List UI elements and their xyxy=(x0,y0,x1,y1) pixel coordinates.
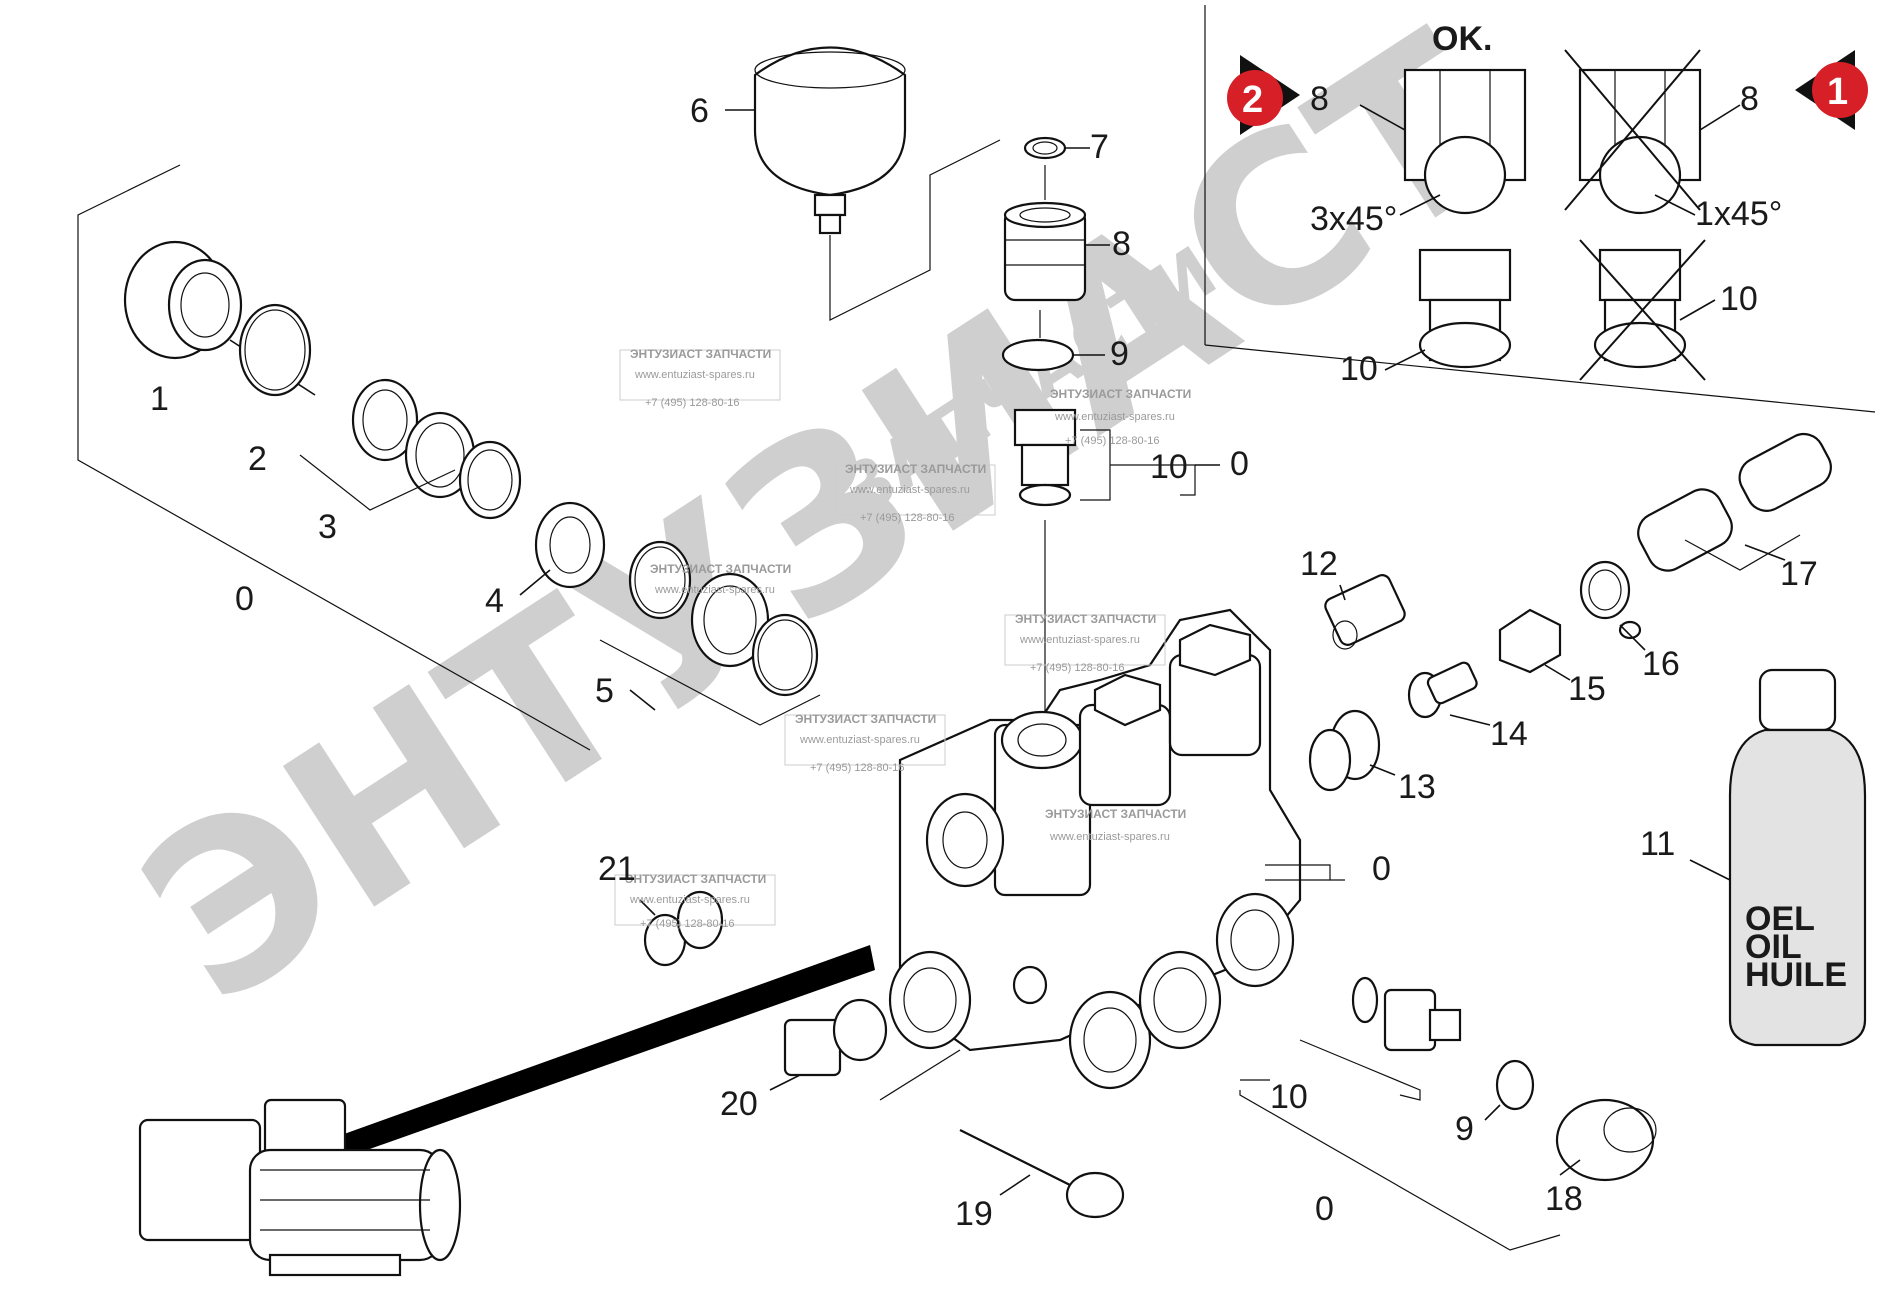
part-9-oring xyxy=(1001,310,1105,372)
svg-text:3x45°: 3x45° xyxy=(1310,200,1397,238)
part-14-connector xyxy=(1407,661,1491,726)
svg-text:+7 (495) 128-80-16: +7 (495) 128-80-16 xyxy=(810,762,904,774)
part-6-accumulator xyxy=(725,46,1001,321)
callout-4: 4 xyxy=(485,582,504,620)
callout-17: 17 xyxy=(1780,555,1818,593)
part-12-fitting xyxy=(1324,574,1406,650)
svg-text:ЭНТУЗИАСТ ЗАПЧАСТИ: ЭНТУЗИАСТ ЗАПЧАСТИ xyxy=(1050,387,1191,401)
callout-0-d: 0 xyxy=(1315,1190,1334,1228)
callout-2: 2 xyxy=(248,440,267,478)
callout-18: 18 xyxy=(1545,1180,1583,1218)
badge-2-icon xyxy=(1227,70,1283,126)
callout-10: 10 xyxy=(1150,448,1188,486)
svg-text:2: 2 xyxy=(1242,79,1263,121)
svg-text:www.entuziast-spares.ru: www.entuziast-spares.ru xyxy=(654,584,775,596)
callout-14: 14 xyxy=(1490,715,1528,753)
part-15-nut xyxy=(1498,608,1571,681)
part-8-seat xyxy=(1003,165,1110,302)
part-2-ring xyxy=(238,303,312,397)
assembly-frame xyxy=(77,164,1561,1251)
callout-1: 1 xyxy=(150,380,169,418)
callout-19: 19 xyxy=(955,1195,993,1233)
small-watermarks: ЭНТУЗИАСТ ЗАПЧАСТИ www.entuziast-spares.… xyxy=(614,347,1191,930)
callout-9-lower: 9 xyxy=(1455,1110,1474,1148)
part-10-valve xyxy=(1013,408,1220,745)
part-11-oil-bottle: OEL OIL HUILE xyxy=(1689,668,1867,1047)
svg-text:8: 8 xyxy=(1740,80,1759,118)
inset-comparison: OK. 2 8 1 8 3x45° 10 1x45° xyxy=(1227,20,1868,388)
svg-text:OEL: OEL xyxy=(1745,900,1815,938)
svg-text:ЭНТУЗИАСТ ЗАПЧАСТИ: ЭНТУЗИАСТ ЗАПЧАСТИ xyxy=(1045,807,1186,821)
callout-0-a: 0 xyxy=(1230,445,1249,483)
inset-frame xyxy=(1204,5,1876,413)
part-9-lower-oring xyxy=(1484,1059,1535,1121)
motor-thumbnail xyxy=(138,1098,462,1277)
svg-text:10: 10 xyxy=(1340,350,1378,388)
svg-text:+7 (495) 128-80-16: +7 (495) 128-80-16 xyxy=(1030,662,1124,674)
svg-text:www.entuziast-spares.ru: www.entuziast-spares.ru xyxy=(1019,634,1140,646)
callout-21: 21 xyxy=(598,850,636,888)
callout-16: 16 xyxy=(1642,645,1680,683)
part-10-lower-valve xyxy=(1240,976,1462,1101)
part-3-set xyxy=(299,378,522,520)
part-13-nipple xyxy=(1308,709,1396,792)
part-17-filter xyxy=(1637,432,1832,572)
svg-text:OIL: OIL xyxy=(1745,928,1802,966)
svg-text:www.entuziast-spares.ru: www.entuziast-spares.ru xyxy=(629,894,750,906)
part-4-washer xyxy=(519,501,606,596)
svg-text:1x45°: 1x45° xyxy=(1695,195,1782,233)
svg-text:ЭНТУЗИАСТ ЗАПЧАСТИ: ЭНТУЗИАСТ ЗАПЧАСТИ xyxy=(630,347,771,361)
svg-text:ЭНТУЗИАСТ ЗАПЧАСТИ: ЭНТУЗИАСТ ЗАПЧАСТИ xyxy=(1015,612,1156,626)
svg-text:ЭНТУЗИАСТ ЗАПЧАСТИ: ЭНТУЗИАСТ ЗАПЧАСТИ xyxy=(845,462,986,476)
callout-6: 6 xyxy=(690,92,709,130)
svg-text:+7 (495) 128-80-16: +7 (495) 128-80-16 xyxy=(1065,435,1159,447)
callout-10-lower: 10 xyxy=(1270,1078,1308,1116)
svg-text:www.entuziast-spares.ru: www.entuziast-spares.ru xyxy=(634,369,755,381)
part-18-plug xyxy=(1555,1098,1657,1182)
part-16-clamp xyxy=(1579,560,1646,651)
part-5-set xyxy=(599,540,821,726)
svg-text:www.entuziast-spares.ru: www.entuziast-spares.ru xyxy=(1049,831,1170,843)
callout-0-b: 0 xyxy=(235,580,254,618)
part-19-bolt xyxy=(959,1129,1125,1219)
callout-3: 3 xyxy=(318,508,337,546)
svg-text:ЭНТУЗИАСТ ЗАПЧАСТИ: ЭНТУЗИАСТ ЗАПЧАСТИ xyxy=(650,562,791,576)
callout-12: 12 xyxy=(1300,545,1338,583)
svg-text:ЭНТУЗИАСТ ЗАПЧАСТИ: ЭНТУЗИАСТ ЗАПЧАСТИ xyxy=(795,712,936,726)
svg-text:+7 (495) 128-80-16: +7 (495) 128-80-16 xyxy=(860,512,954,524)
part-20-plug xyxy=(769,998,888,1091)
callout-8: 8 xyxy=(1112,225,1131,263)
svg-text:8: 8 xyxy=(1310,80,1329,118)
pointer-to-motor xyxy=(230,945,875,1195)
callout-9: 9 xyxy=(1110,335,1129,373)
callout-labels: 1 2 3 4 5 6 7 8 9 10 0 0 11 12 13 14 15 … xyxy=(150,92,1818,1233)
badge-1-icon xyxy=(1812,62,1868,118)
svg-text:www.entuziast-spares.ru: www.entuziast-spares.ru xyxy=(1054,411,1175,423)
part-7-oring xyxy=(1023,136,1090,160)
svg-text:+7 (495) 128-80-16: +7 (495) 128-80-16 xyxy=(645,397,739,409)
callout-7: 7 xyxy=(1090,128,1109,166)
pump-head xyxy=(888,608,1345,1090)
svg-text:www.entuziast-spares.ru: www.entuziast-spares.ru xyxy=(799,734,920,746)
svg-text:1: 1 xyxy=(1827,71,1848,113)
svg-text:10: 10 xyxy=(1720,280,1758,318)
callout-13: 13 xyxy=(1398,768,1436,806)
svg-text:www.entuziast-spares.ru: www.entuziast-spares.ru xyxy=(849,484,970,496)
svg-text:+7 (495) 128-80-16: +7 (495) 128-80-16 xyxy=(640,918,734,930)
part-1-cap xyxy=(123,240,316,396)
callout-0-c: 0 xyxy=(1372,850,1391,888)
svg-text:ЭНТУЗИАСТ ЗАПЧАСТИ: ЭНТУЗИАСТ ЗАПЧАСТИ xyxy=(625,872,766,886)
svg-text:OK.: OK. xyxy=(1432,20,1492,58)
callout-15: 15 xyxy=(1568,670,1606,708)
callout-5: 5 xyxy=(595,672,614,710)
callout-11: 11 xyxy=(1640,825,1675,863)
part-21-nipple xyxy=(639,890,724,967)
svg-text:HUILE: HUILE xyxy=(1745,956,1847,994)
callout-20: 20 xyxy=(720,1085,758,1123)
